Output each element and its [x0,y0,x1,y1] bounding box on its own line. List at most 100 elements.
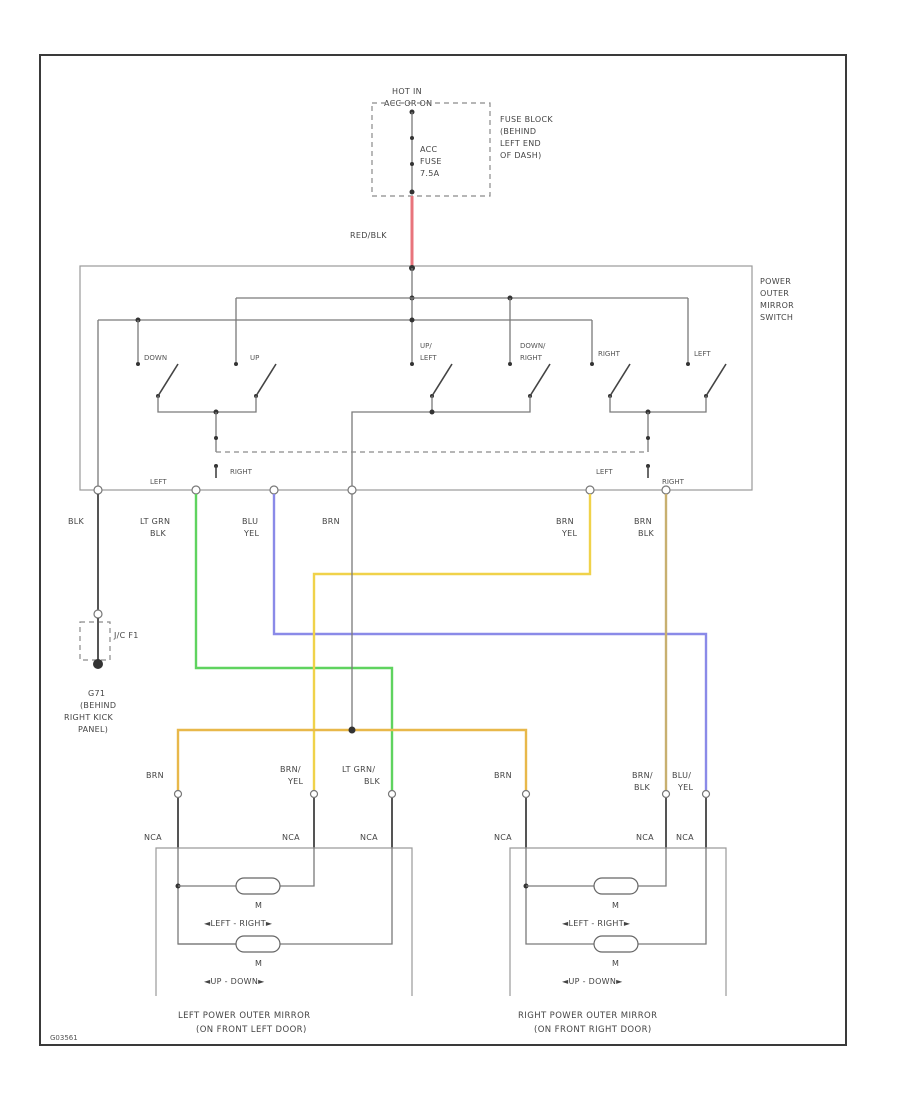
out-left-dot [214,436,218,440]
rm-wire-3a: BLU/ [672,771,691,780]
out-right-pair [609,396,707,413]
wire-brn-yel [312,494,592,790]
rm-wire-2a: BRN/ [632,771,653,780]
contact-left: LEFT [694,350,711,358]
rm-motor-lr [593,877,639,895]
rm-nca-3: NCA [676,833,694,842]
contact-right: RIGHT [598,350,621,358]
ground-loc-1: G71 [88,689,105,698]
lm-wire-3a: LT GRN/ [342,765,375,774]
rm-title-2: (ON FRONT RIGHT DOOR) [534,1025,652,1035]
switch-terminals [93,485,671,495]
label-brn: BRN [322,517,340,526]
gnd-node-2 [409,317,415,323]
label-ltgrn-2: BLK [150,529,167,538]
selector-left-label: LEFT [150,478,167,486]
hot-label-1: HOT IN [392,87,422,96]
fuse-terminal-bottom [409,189,415,195]
lm-motor-ud-letter: M [255,959,262,968]
out-mid-b [351,396,531,488]
lm-wire-2a: BRN/ [280,765,301,774]
lm-lr-label: ◄LEFT - RIGHT► [204,919,273,928]
lm-wire-3b: BLK [364,777,381,786]
out-left-pair [157,396,257,413]
switch-blades [136,362,727,398]
right-mirror-terminal-labels: BRN BRN/ BLK BLU/ YEL NCA NCA NCA [494,771,694,842]
rm-lr-label: ◄LEFT - RIGHT► [562,919,631,928]
rm-title-1: RIGHT POWER OUTER MIRROR [518,1011,657,1021]
lm-motor-lr-letter: M [255,901,262,910]
lm-motor-lr [235,877,281,895]
label-bluyel-2: YEL [243,529,260,538]
fuse-location-1: FUSE BLOCK [500,115,553,124]
ground-loc-3: RIGHT KICK [64,713,113,722]
lm-wire-1: BRN [146,771,164,780]
ground-point: J/C F1 G71 (BEHIND RIGHT KICK PANEL) [64,609,139,734]
right-mirror-housing [509,847,727,996]
lm-wire-2b: YEL [287,777,304,786]
switch-housing [79,265,753,491]
out-right-dot [646,436,650,440]
label-brnblk-2: BLK [638,529,655,538]
label-brnyel-1: BRN [556,517,574,526]
contact-downright-1: DOWN/ [520,342,546,350]
lm-nca-1: NCA [144,833,162,842]
mirror-pins [173,789,711,848]
wire-brn-splice [176,728,528,790]
ground-loc-2: (BEHIND [80,701,116,710]
lm-nca-3: NCA [360,833,378,842]
wire-labels: BLK LT GRN BLK BLU YEL BRN BRN YEL BRN B… [68,517,655,538]
diagram-frame [39,54,847,1046]
selector-left-contact [214,464,218,478]
lm-motor-ud [235,935,281,953]
power-outer-mirror-switch: POWER OUTER MIRROR SWITCH DOWN UP UP/ LE… [79,265,794,491]
lm-title-2: (ON FRONT LEFT DOOR) [196,1025,307,1035]
selector-arrow-left-label: LEFT [596,468,613,476]
figure-id: G03561 [50,1034,78,1042]
label-ltgrn-1: LT GRN [140,517,170,526]
ground-loc-4: PANEL) [78,725,108,734]
wire-blu-yel [272,494,708,790]
ground-connector: J/C F1 [113,631,139,640]
lm-common [177,848,256,945]
right-power-outer-mirror: M M ◄LEFT - RIGHT► ◄UP - DOWN► RIGHT POW… [509,847,727,1035]
rm-nca-2: NCA [636,833,654,842]
fuse-name: ACC [420,145,438,154]
label-bluyel-1: BLU [242,517,258,526]
rm-nca-1: NCA [494,833,512,842]
lm-nca-2: NCA [282,833,300,842]
left-mirror-terminal-labels: BRN BRN/ YEL LT GRN/ BLK NCA NCA NCA [144,765,381,842]
selector-arrow-label: RIGHT [230,468,253,476]
switch-name-2: OUTER [760,289,789,298]
selector-right-label: RIGHT [662,478,685,486]
rm-wire-3b: YEL [677,783,694,792]
label-blk: BLK [68,517,85,526]
fuse-location-4: OF DASH) [500,151,542,160]
lm-ud-label: ◄UP - DOWN► [204,977,265,986]
rm-motor-lr-letter: M [612,901,619,910]
lm-title-1: LEFT POWER OUTER MIRROR [178,1011,310,1021]
brn-splice-node [348,726,356,734]
contact-up: UP [250,354,259,362]
fuse-location-2: (BEHIND [500,127,536,136]
fuse-block: HOT IN ACC OR ON ACC FUSE 7.5A FUSE BLOC… [371,87,553,197]
rm-wire-1: BRN [494,771,512,780]
harness-wires [97,494,708,790]
rm-wire-2b: BLK [634,783,651,792]
fuse-dot-2 [410,162,414,166]
switch-name-1: POWER [760,277,791,286]
jc-outline [79,621,111,661]
fuse-block-outline [371,102,491,197]
rm-common [525,848,594,945]
contact-upleft-2: LEFT [420,354,437,362]
fuse-dot-1 [410,136,414,140]
left-power-outer-mirror: M M ◄LEFT - RIGHT► ◄UP - DOWN► LEFT POWE… [155,847,413,1035]
label-brnblk-1: BRN [634,517,652,526]
contact-upleft-1: UP/ [420,342,432,350]
selector-right-contact [646,464,650,478]
contact-down: DOWN [144,354,167,362]
fuse-rating: 7.5A [420,169,440,178]
switch-name-3: MIRROR [760,301,794,310]
left-mirror-housing [155,847,413,996]
